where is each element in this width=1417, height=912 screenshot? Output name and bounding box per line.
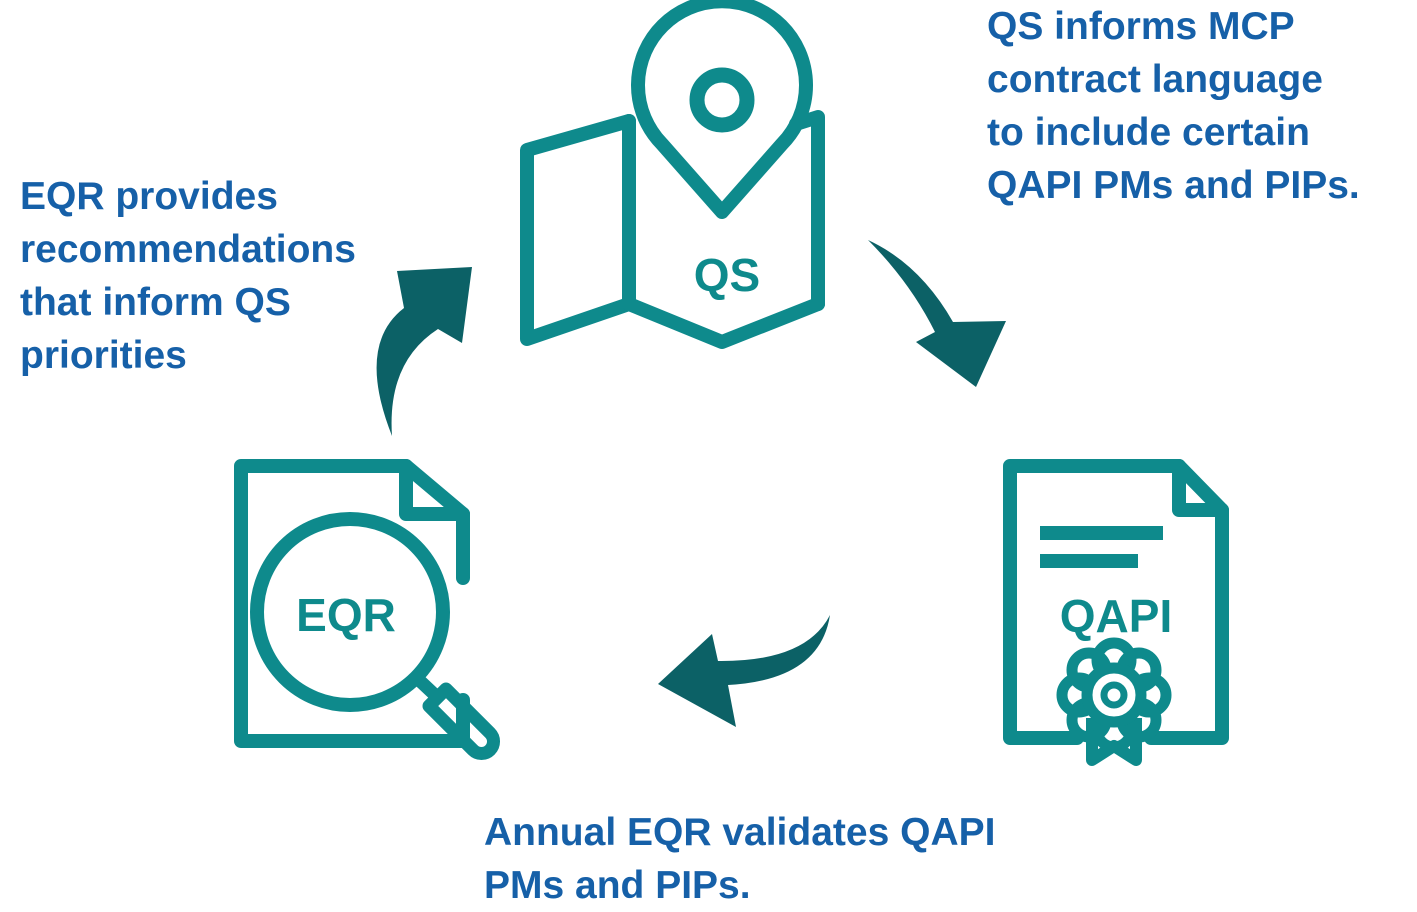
arrow-eqr-to-qs bbox=[376, 267, 472, 436]
caption-line: EQR provides bbox=[20, 175, 278, 218]
caption-line: that inform QS bbox=[20, 281, 291, 324]
magnifier-handle bbox=[412, 673, 500, 760]
eqr-node: EQR bbox=[234, 459, 500, 760]
caption-line: recommendations bbox=[20, 228, 356, 271]
certificate-line-1 bbox=[1040, 526, 1163, 540]
caption-annual-eqr-validates: Annual EQR validates QAPI PMs and PIPs. bbox=[484, 806, 995, 912]
qapi-node: QAPI bbox=[1003, 459, 1229, 766]
certificate-document-icon bbox=[1003, 459, 1229, 745]
caption-line: Annual EQR validates QAPI bbox=[484, 811, 996, 854]
arrow-qs-to-qapi bbox=[868, 240, 1006, 387]
caption-line: PMs and PIPs. bbox=[484, 864, 751, 907]
qapi-label: QAPI bbox=[1060, 590, 1172, 642]
caption-eqr-provides-recommendations: EQR provides recommendations that inform… bbox=[20, 170, 356, 382]
caption-line: priorities bbox=[20, 334, 187, 377]
magnifier-lens bbox=[250, 512, 450, 712]
pin-hole bbox=[689, 67, 755, 133]
map-with-location-pin-icon bbox=[520, 0, 825, 349]
arrow-qapi-to-eqr bbox=[658, 615, 830, 727]
qs-label: QS bbox=[694, 249, 760, 301]
eqr-label: EQR bbox=[296, 589, 396, 641]
caption-line: to include certain bbox=[987, 111, 1310, 154]
caption-line: QS informs MCP bbox=[987, 5, 1295, 48]
caption-qs-informs-mcp: QS informs MCP contract language to incl… bbox=[987, 0, 1360, 212]
caption-line: QAPI PMs and PIPs. bbox=[987, 164, 1360, 207]
qs-node: QS bbox=[520, 0, 825, 349]
award-rosette-icon bbox=[1056, 637, 1172, 766]
caption-line: contract language bbox=[987, 58, 1323, 101]
certificate-line-2 bbox=[1040, 554, 1138, 568]
